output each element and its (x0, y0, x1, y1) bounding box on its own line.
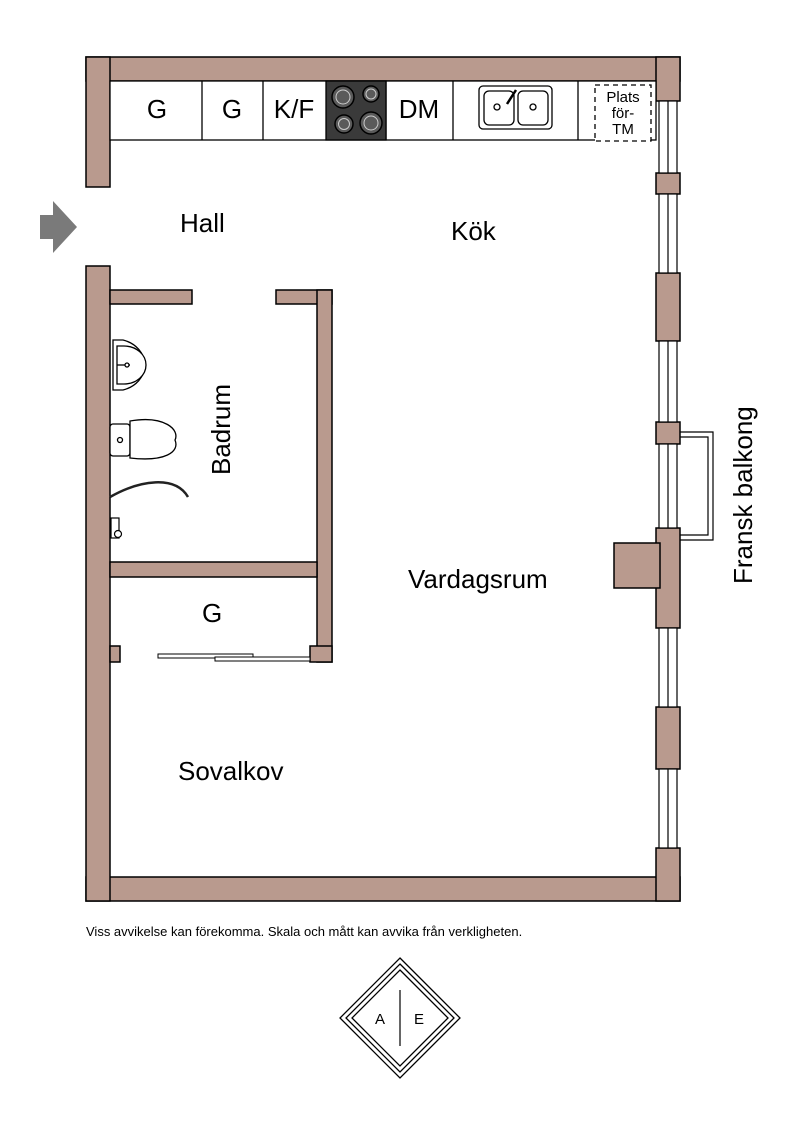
washing-machine-space (594, 84, 652, 142)
dishwasher-label: DM (399, 94, 439, 124)
washbasin-icon (112, 339, 147, 391)
room-label-living-room: Vardagsrum (408, 564, 548, 594)
interior-walls (109, 289, 333, 663)
exterior-walls (85, 56, 681, 902)
kitchen-unit-labels: G G K/F DM Plats för- TM (147, 89, 640, 138)
french-balcony-label: Fransk balkong (728, 406, 758, 584)
stove-icon (325, 80, 387, 141)
windows (658, 100, 678, 849)
agency-logo: A E (339, 957, 461, 1079)
kitchen-cabinet-2-label: G (222, 94, 242, 124)
entrance-arrow-icon (40, 201, 77, 253)
shower-hose-icon (109, 481, 190, 539)
closet-sliding-doors (157, 653, 311, 662)
logo-letter-e: E (414, 1011, 424, 1028)
washing-machine-label-line-1: Plats (606, 89, 639, 106)
sink-icon (478, 85, 553, 130)
room-labels: Hall Kök Vardagsrum Sovalkov G Badrum (178, 208, 548, 786)
fridge-freezer-label: K/F (274, 94, 314, 124)
washing-machine-label-line-2: för- (612, 105, 635, 122)
kitchen-cabinet-1-label: G (147, 94, 167, 124)
washing-machine-label-line-3: TM (612, 121, 634, 138)
room-label-closet: G (202, 598, 222, 628)
disclaimer-text: Viss avvikelse kan förekomma. Skala och … (86, 924, 523, 939)
room-label-bedroom-alcove: Sovalkov (178, 756, 284, 786)
room-label-kitchen: Kök (451, 216, 497, 246)
room-label-bathroom: Badrum (206, 384, 236, 475)
room-label-hall: Hall (180, 208, 225, 238)
french-balcony-railing (680, 431, 714, 541)
toilet-icon (109, 419, 177, 460)
logo-letter-a: A (375, 1011, 385, 1028)
